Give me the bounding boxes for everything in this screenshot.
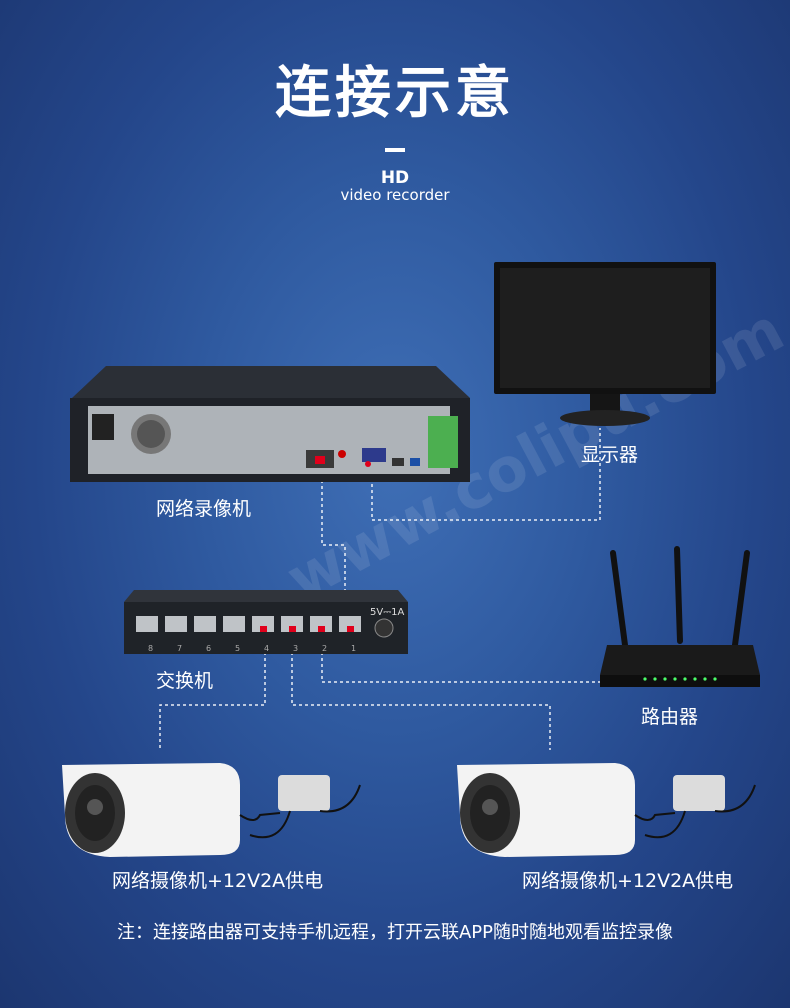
switch-camera-right-line bbox=[291, 640, 551, 750]
port-number: 5 bbox=[234, 644, 241, 653]
title-divider bbox=[385, 148, 405, 152]
port-number: 8 bbox=[147, 644, 154, 653]
nvr-icon bbox=[70, 366, 470, 482]
nvr-label: 网络录像机 bbox=[156, 498, 252, 520]
footnote: 注：连接路由器可支持手机远程，打开云联APP随时随地观看监控录像 bbox=[116, 922, 674, 943]
monitor-label: 显示器 bbox=[581, 444, 639, 466]
hd-label: HD bbox=[380, 168, 410, 188]
switch-port-numbers: 8 7 6 5 4 3 2 1 bbox=[136, 644, 376, 653]
port-number: 6 bbox=[205, 644, 212, 653]
port-number: 7 bbox=[176, 644, 183, 653]
camera-left-icon bbox=[62, 763, 361, 857]
switch-icon bbox=[124, 590, 408, 654]
video-recorder-label: video recorder bbox=[340, 186, 450, 204]
port-number: 3 bbox=[292, 644, 299, 653]
port-number: 1 bbox=[350, 644, 357, 653]
camera-left-label: 网络摄像机+12V2A供电 bbox=[112, 870, 324, 892]
switch-label: 交换机 bbox=[156, 670, 214, 692]
camera-right-icon bbox=[457, 763, 756, 857]
router-icon bbox=[600, 546, 760, 687]
monitor-icon bbox=[494, 262, 716, 426]
page-title: 连接示意 bbox=[275, 61, 515, 126]
port-number: 4 bbox=[263, 644, 270, 653]
camera-right-label: 网络摄像机+12V2A供电 bbox=[522, 870, 734, 892]
switch-power-rating: 5V⎓1A bbox=[370, 607, 405, 618]
router-label: 路由器 bbox=[641, 706, 699, 728]
port-number: 2 bbox=[321, 644, 328, 653]
nvr-monitor-line bbox=[371, 428, 601, 521]
switch-camera-left-line bbox=[159, 640, 266, 750]
nvr-switch-line bbox=[321, 468, 346, 628]
